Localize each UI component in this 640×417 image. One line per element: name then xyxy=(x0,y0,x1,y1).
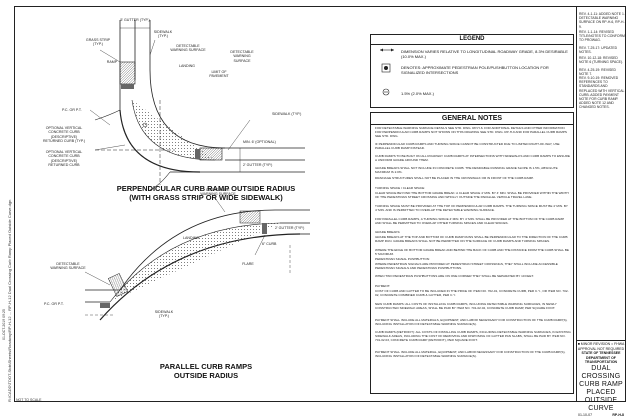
note-5: DRAINAGE STRUCTURES SHALL NOT BE PLACED … xyxy=(375,176,534,180)
note-4: GRADE BREAKS SHALL NOT INCLUDE IN CONCRE… xyxy=(375,166,558,174)
legend-title: LEGEND xyxy=(371,35,573,45)
legend-symbols xyxy=(380,48,394,96)
general-notes: GENERAL NOTES FOR DETECTABLE WARNING SUR… xyxy=(370,112,574,394)
note-20: CURB RAMPS (RETROFIT): ALL COSTS OF INST… xyxy=(375,330,571,342)
revision-3: REV. 7-25-17: UPDATED NOTES. xyxy=(579,46,618,55)
revision-6: REV. 9-10-19: REMOVED REFERENCES TO STAN… xyxy=(579,76,625,110)
revision-4: REV. 10-12-18: REVISED NOTE 6 (TURNING S… xyxy=(579,56,624,65)
label-grass-strip: GRASS STRIP (TYP.) xyxy=(85,38,111,47)
label-optional2: OPTIONAL VERTICAL CONCRETE CURB (DESCRIP… xyxy=(45,150,83,168)
notes-title: GENERAL NOTES xyxy=(371,113,573,125)
label-p2-warning2: DETECTABLE WARNING SURFACE xyxy=(50,262,86,271)
title-block-footer: 01-10-07 RP-H-8 xyxy=(576,413,626,417)
title-line-4: OUTSIDE CURVE xyxy=(584,396,618,412)
plan1-caption-line1: PERPENDICULAR CURB RAMP OUTSIDE RADIUS xyxy=(116,184,296,193)
revision-1: REV. 4-1-11: ADDED NOTE 1. DETECTABLE WA… xyxy=(579,12,625,29)
issue-date: 01-10-07 xyxy=(578,412,593,417)
revision-note: ■ MINOR REVISION = FHWA APPROVAL NOT REQ… xyxy=(577,342,625,351)
label-sidewalk-r: SIDEWALK (TYP.) xyxy=(272,112,302,116)
note-7: CLEAR SPACE BEYOND THE BOTTOM GRADE BREA… xyxy=(375,191,569,199)
label-min-flare: MIN. 6' (OPTIONAL) xyxy=(243,140,276,144)
label-p2-flare: FLARE xyxy=(242,262,254,266)
note-21: PAYMENT SHALL INCLUDE ALL MATERIAL, EQUI… xyxy=(375,350,566,358)
plan2-caption-line1: PARALLEL CURB RAMPS xyxy=(159,362,253,371)
plan1-caption: PERPENDICULAR CURB RAMP OUTSIDE RADIUS (… xyxy=(96,184,316,202)
label-gutter-top: 5' GUTTER (TYP.) xyxy=(120,18,150,22)
label-p2-curb: 6" CURB xyxy=(262,242,277,246)
title-block: ■ MINOR REVISION = FHWA APPROVAL NOT REQ… xyxy=(576,340,626,417)
plan2-caption-line2: OUTSIDE RADIUS xyxy=(173,371,239,380)
note-9: FOR PARALLEL CURB RAMPS, A TURNING SPACE… xyxy=(375,217,565,225)
plan-drawings xyxy=(84,20,394,321)
label-p2-warning: DETECTABLE WARNING SURFACE xyxy=(200,188,236,197)
label-pc: P.C. OR P.T. xyxy=(62,108,82,112)
title-line-3: PLACED xyxy=(586,388,616,396)
note-16: PAYMENT: xyxy=(375,284,391,288)
scale-note: NOT TO SCALE xyxy=(16,398,42,402)
label-gutter2: 2' GUTTER (TYP.) xyxy=(243,163,273,167)
note-14: WHERE PEDESTRIAN SIGNALS ARE PROVIDED AT… xyxy=(375,262,558,270)
label-sidewalk: SIDEWALK (TYP.) xyxy=(153,30,173,39)
label-p2-pc: P.C. OR P.T. xyxy=(44,302,64,306)
note-1: FOR DETECTABLE WARNING SURFACE DETAILS S… xyxy=(375,126,567,138)
note-15: WHEN TWO PEDESTRIAN PUSHBUTTONS ARE ON O… xyxy=(375,274,534,278)
label-limit: LIMIT OF PAVEMENT xyxy=(209,70,229,79)
note-3: CURB RAMPS TO BE BUILT ON ALL ROADWAY CU… xyxy=(375,154,570,162)
label-warning-top: DETECTABLE WARNING SURFACE xyxy=(170,44,206,53)
legend-row-1: DIMENSION VARIES RELATIVE TO LONGITUDINA… xyxy=(401,49,568,59)
revision-column: REV. 4-1-11: ADDED NOTE 1. DETECTABLE WA… xyxy=(576,6,626,402)
note-6: TURNING SPACE / CLEAR SPACE: xyxy=(375,186,426,190)
note-19: PAYMENT SHALL INCLUDE ALL MATERIALS, EQU… xyxy=(375,318,568,326)
state-name: STATE OF TENNESSEE xyxy=(581,351,621,355)
label-p2-sidewalk: SIDEWALK (TYP.) xyxy=(154,310,174,319)
label-p2-gutter: 2' GUTTER (TYP.) xyxy=(275,226,305,230)
drawing-number: RP-H-8 xyxy=(612,412,624,417)
note-10: GRADE BREAKS: xyxy=(375,230,401,234)
revision-2: REV. 1-1-14: REVISED TITLE/NOTES TO CONF… xyxy=(579,30,625,43)
plan2-drawing xyxy=(84,197,310,321)
note-17: COST OF CURB AND GUTTER TO BE INCLUDED I… xyxy=(375,289,569,297)
note-11: GRADE BREAKS AT THE TOP AND BOTTOM OF CU… xyxy=(375,235,568,243)
note-2: IF PERPENDICULAR CURB RAMPS AND TURNING … xyxy=(375,142,560,150)
drawing-sheet-border xyxy=(14,6,626,402)
plan2-caption: PARALLEL CURB RAMPS OUTSIDE RADIUS xyxy=(96,362,316,380)
label-optional1: OPTIONAL VERTICAL CONCRETE CURB (DESCRIP… xyxy=(42,126,86,144)
note-8: TURNING SPACE MUST BE PROVIDED AT THE TO… xyxy=(375,204,568,212)
note-13: PEDESTRIAN SIGNAL PUSHBUTTON: xyxy=(375,257,430,261)
note-18: NEW CURB RAMPS: ALL COSTS OF INSTALLING … xyxy=(375,302,557,310)
title-line-2: CURB RAMP xyxy=(579,380,623,388)
revision-5: REV. 4-25-19: REVISED NOTE 7. xyxy=(579,68,616,77)
label-landing: LANDING xyxy=(179,64,195,68)
legend-box: LEGEND DIMENSION VARIES RELATIVE TO LONG… xyxy=(370,34,574,108)
label-ramp: RAMP xyxy=(106,60,118,64)
plan1-drawing xyxy=(89,20,305,191)
legend-row-2: DENOTES: APPROXIMATE PEDESTRIAN POLE/PUS… xyxy=(401,65,549,75)
title-line-1: DUAL CROSSING xyxy=(581,364,621,380)
legend-row-3: 1.5% (2.0% MAX.) xyxy=(401,91,434,96)
label-detectable2: DETECTABLE WARNING SURFACE xyxy=(230,50,254,63)
plan1-caption-line2: (WITH GRASS STRIP OR WIDE SIDEWALK) xyxy=(129,193,283,202)
dept-name: DEPARTMENT OF TRANSPORTATION xyxy=(584,355,618,365)
label-p2-landing: LANDING xyxy=(183,236,199,240)
note-12: WHERE THE EDGE OF BOTTOM GRADE BREAK AND… xyxy=(375,248,569,256)
